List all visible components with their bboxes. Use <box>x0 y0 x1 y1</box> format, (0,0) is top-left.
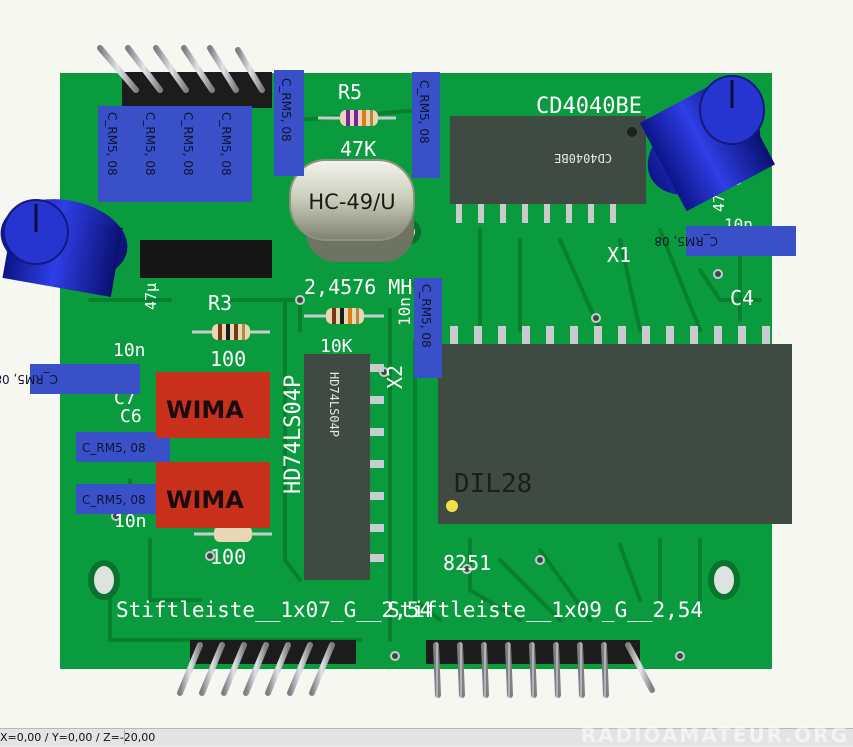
status-separator <box>124 730 125 744</box>
resistor-r5 <box>318 110 396 126</box>
vias <box>111 175 742 661</box>
svg-text:C_RM5, 08: C_RM5, 08 <box>0 372 58 386</box>
label-r5: R5 <box>338 80 362 104</box>
crystal-label: HC-49/U <box>308 190 395 214</box>
chip-hd74-label: HD74LS04P <box>327 372 341 437</box>
svg-text:C_RM5, 08: C_RM5, 08 <box>417 80 431 144</box>
mounting-hole-left <box>88 560 120 600</box>
label-r-bottom-value: 100 <box>210 545 246 569</box>
3d-viewport[interactable]: R5 47K R3 100 10K 100 2,4576 MHz X1 X2 C… <box>0 0 853 728</box>
label-r3: R3 <box>208 291 232 315</box>
wima-capacitor-bottom: WIMA <box>156 462 270 528</box>
label-r3-value: 100 <box>210 347 246 371</box>
chip-cd4040-label: CD4040BE <box>554 151 612 165</box>
label-crystal-frequency: 2,4576 MHz <box>304 275 424 299</box>
pcb-3d-render: R5 47K R3 100 10K 100 2,4576 MHz X1 X2 C… <box>0 45 796 698</box>
label-cd4040-silk: CD4040BE <box>536 94 642 119</box>
label-header-left: Stiftleiste__1x07_G__2,54 <box>116 598 432 622</box>
label-8251: 8251 <box>443 551 491 575</box>
mounting-hole-right <box>708 560 740 600</box>
chip-dil28: DIL28 <box>438 326 792 524</box>
resistor-r3 <box>192 324 270 340</box>
label-c-right-value: 47 <box>710 194 728 212</box>
svg-text:C_RM5, 08: C_RM5, 08 <box>82 493 146 507</box>
coordinate-readout: X=0,00 / Y=0,00 / Z=-20,00 <box>0 731 156 744</box>
svg-text:C_RM5, 08: C_RM5, 08 <box>654 234 718 248</box>
label-x2: X2 <box>383 365 407 389</box>
copper-traces <box>88 108 762 642</box>
svg-text:C_RM5, 08: C_RM5, 08 <box>219 112 233 176</box>
svg-text:C_RM5, 08: C_RM5, 08 <box>105 112 119 176</box>
label-10n-mid: 10n <box>395 297 414 326</box>
pin-header-right <box>426 640 655 698</box>
watermark: RADIOAMATEUR.ORG <box>580 723 849 747</box>
capacitors-rm508: C_RM5, 08 C_RM5, 08 C_RM5, 08 C_RM5, 08 … <box>0 70 796 514</box>
svg-text:C_RM5, 08: C_RM5, 08 <box>143 112 157 176</box>
chip-hd74ls04p: HD74LS04P <box>304 354 384 580</box>
resistor-r2 <box>304 308 384 324</box>
label-hd74-silk: HD74LS04P <box>281 375 306 494</box>
chip-dil28-label: DIL28 <box>454 469 532 499</box>
label-x1: X1 <box>607 243 631 267</box>
pin-header-top <box>97 45 272 108</box>
resistor-bottom <box>194 526 272 542</box>
svg-text:C_RM5, 08: C_RM5, 08 <box>279 78 293 142</box>
label-c4: C4 <box>730 286 754 310</box>
svg-text:C_RM5, 08: C_RM5, 08 <box>82 441 146 455</box>
label-10n-left: 10n <box>113 340 146 361</box>
pin-header-left <box>177 640 356 696</box>
status-bar: X=0,00 / Y=0,00 / Z=-20,00 RADIOAMATEUR.… <box>0 723 853 747</box>
electrolytic-capacitor-right <box>639 75 776 212</box>
crystal-hc49u: HC-49/U <box>289 159 415 262</box>
wima-top-label: WIMA <box>166 396 244 424</box>
wima-bottom-label: WIMA <box>166 486 244 514</box>
label-c-left-value: 47µ <box>142 283 160 310</box>
label-10n-left-bottom: 10n <box>114 511 147 532</box>
svg-text:C_RM5, 08: C_RM5, 08 <box>419 284 433 348</box>
label-r5-value: 47K <box>340 137 376 161</box>
label-header-right: Stiftleiste__1x09_G__2,54 <box>387 598 703 622</box>
label-r2-value: 10K <box>320 336 353 357</box>
svg-text:C_RM5, 08: C_RM5, 08 <box>181 112 195 176</box>
wima-capacitor-top: WIMA <box>156 372 270 438</box>
resistor-network <box>140 240 272 278</box>
electrolytic-capacitor-left <box>0 199 128 297</box>
label-c6: C6 <box>120 406 142 427</box>
chip-cd4040: CD4040BE <box>450 116 646 223</box>
